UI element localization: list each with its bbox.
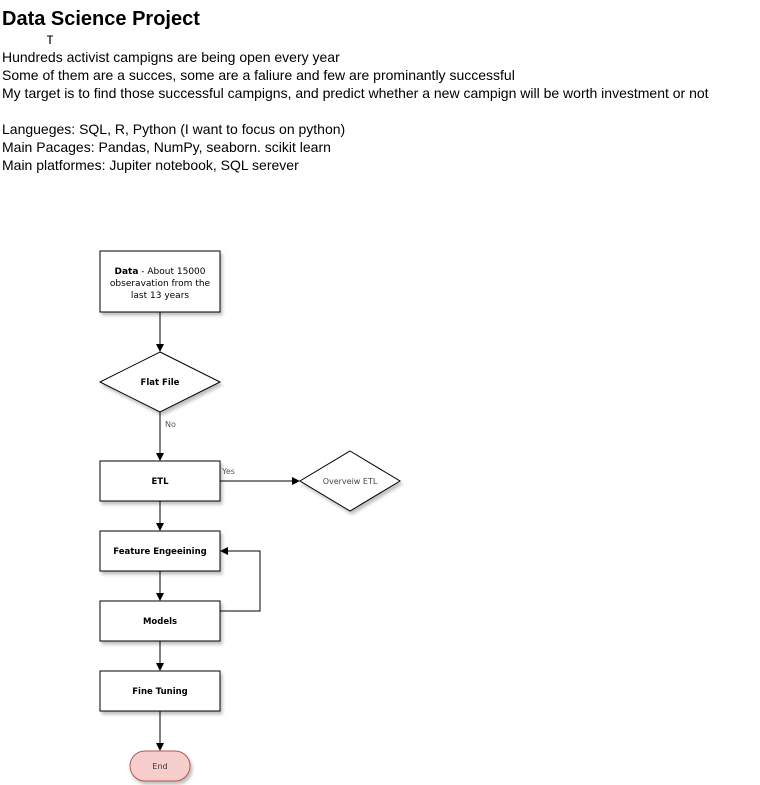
edge-no-label: No	[165, 420, 176, 429]
flat-file-label: Flat File	[141, 378, 180, 388]
edge-yes-label: Yes	[221, 467, 235, 476]
fine-tuning-node[interactable]: Fine Tuning	[99, 670, 221, 712]
intro-line-3: My target is to find those successful ca…	[2, 85, 709, 101]
flat-file-decision[interactable]: Flat File	[98, 351, 222, 413]
models-node[interactable]: Models	[99, 600, 221, 642]
text-cursor-icon	[47, 35, 53, 44]
fine-tuning-label: Fine Tuning	[132, 687, 188, 697]
intro-line-2: Some of them are a succes, some are a fa…	[2, 67, 515, 83]
tech-line-packages: Main Pacages: Pandas, NumPy, seaborn. sc…	[2, 139, 331, 155]
etl-node[interactable]: ETL	[99, 460, 221, 502]
overview-etl-label: Overveiw ETL	[323, 477, 378, 486]
intro-line-1: Hundreds activist campigns are being ope…	[2, 49, 340, 65]
models-label: Models	[143, 617, 177, 627]
data-node-line-3: last 13 years	[131, 291, 189, 301]
end-node[interactable]: End	[129, 750, 191, 782]
data-node-line-2: obseravation from the	[110, 279, 211, 289]
page-title: Data Science Project	[2, 8, 200, 30]
tech-line-languages: Langueges: SQL, R, Python (I want to foc…	[2, 121, 346, 137]
data-node[interactable]: Data - About 15000 obseravation from the…	[99, 250, 221, 313]
feature-engineering-label: Feature Engeeining	[113, 547, 206, 557]
data-node-line-1: Data - About 15000	[115, 267, 206, 277]
end-label: End	[152, 762, 167, 771]
tech-line-platforms: Main platformes: Jupiter notebook, SQL s…	[2, 157, 299, 173]
feature-engineering-node[interactable]: Feature Engeeining	[99, 530, 221, 572]
overview-etl-decision[interactable]: Overveiw ETL	[299, 450, 401, 512]
etl-label: ETL	[151, 477, 169, 487]
edge-models-loop-to-feature	[220, 547, 261, 612]
